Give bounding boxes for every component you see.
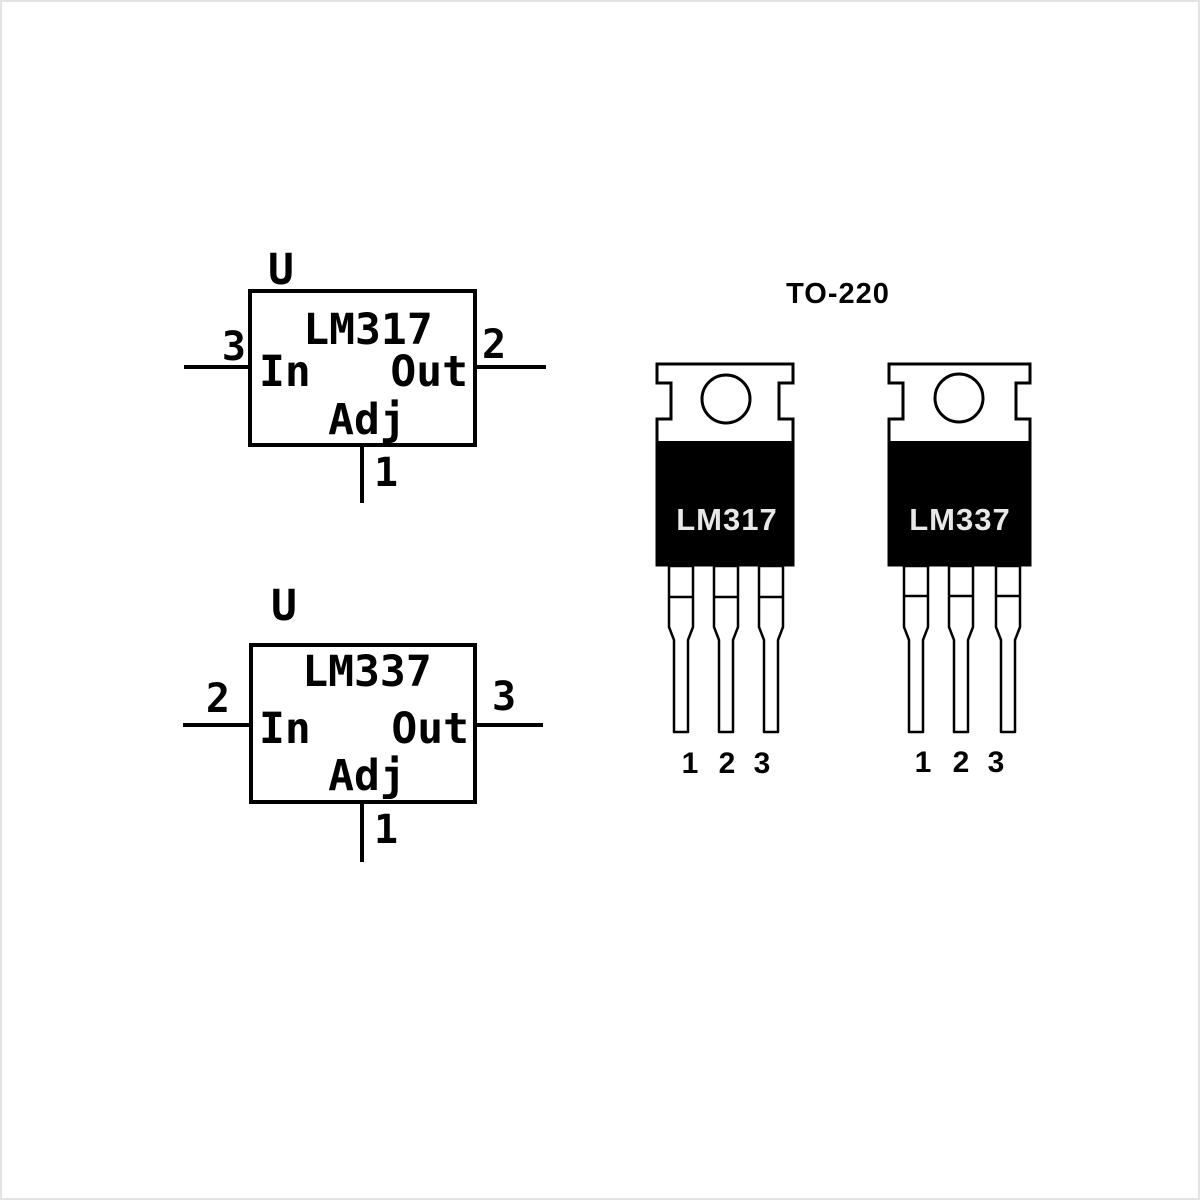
package-leg-3 — [757, 564, 785, 734]
schematic-symbol-lm337: U 2 3 1 LM337 In Out Adj — [183, 581, 543, 862]
pin-number-left: 3 — [222, 324, 246, 370]
pin-label-in: In — [259, 704, 311, 754]
package-section: TO-220 LM317 1 2 3 LM337 — [655, 278, 1032, 780]
package-pin-number-3: 3 — [754, 747, 771, 780]
package-label: LM337 — [909, 502, 1010, 537]
pin-number-bottom: 1 — [374, 807, 398, 853]
designator-label: U — [268, 245, 294, 295]
part-name-label: LM337 — [302, 647, 431, 697]
pin-number-right: 2 — [482, 322, 506, 368]
package-pin-number-3: 3 — [988, 746, 1005, 779]
package-lm337: LM337 1 2 3 — [887, 362, 1032, 779]
part-name-label: LM317 — [303, 305, 432, 355]
package-pin-number-2: 2 — [719, 747, 736, 780]
package-leg-1 — [667, 564, 695, 734]
package-pin-number-1: 1 — [915, 746, 932, 779]
pin-number-right: 3 — [492, 674, 516, 720]
pin-number-left: 2 — [206, 676, 230, 722]
mounting-hole-icon — [933, 372, 985, 424]
package-leg-1 — [902, 564, 930, 734]
pin-label-out: Out — [391, 704, 469, 754]
package-body — [657, 441, 793, 565]
package-body — [889, 441, 1030, 565]
package-leg-2 — [712, 564, 740, 734]
package-pin-number-2: 2 — [953, 746, 970, 779]
package-leg-3 — [994, 564, 1022, 734]
pin-label-in: In — [259, 347, 311, 397]
pin-label-adj: Adj — [328, 395, 406, 445]
package-section-title: TO-220 — [786, 278, 890, 310]
pin-label-out: Out — [390, 347, 468, 397]
package-leg-2 — [947, 564, 975, 734]
package-label: LM317 — [676, 502, 777, 537]
mounting-hole-icon — [700, 373, 752, 425]
schematic-symbol-lm317: U 3 2 1 LM317 In Out Adj — [184, 245, 546, 503]
pin-number-bottom: 1 — [374, 450, 398, 496]
designator-label: U — [271, 581, 297, 631]
package-pin-number-1: 1 — [682, 747, 699, 780]
pin-label-adj: Adj — [328, 751, 406, 801]
package-lm317: LM317 1 2 3 — [655, 362, 795, 780]
